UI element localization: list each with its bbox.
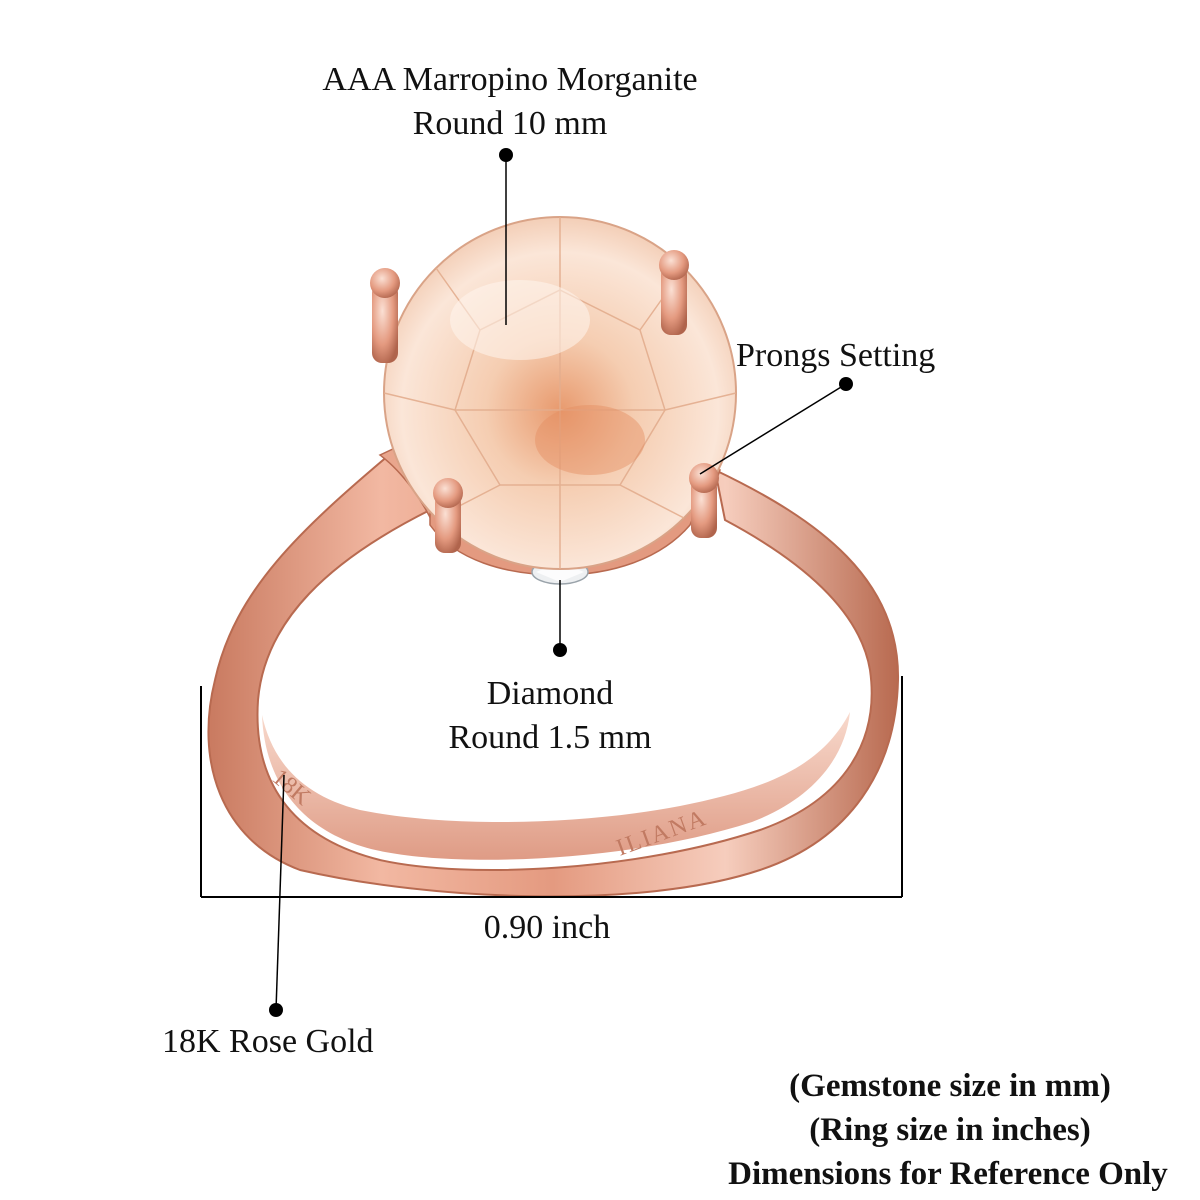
callout-metal — [275, 774, 285, 1011]
width-label: 0.90 inch — [483, 909, 611, 946]
ring-band — [207, 448, 900, 898]
diamond-size: Round 1.5 mm — [448, 719, 652, 756]
callout-prongs — [699, 383, 847, 475]
gemstone-label: AAA Marropino Morganite Round 10 mm — [300, 58, 720, 146]
diamond-name: Diamond — [486, 675, 614, 712]
gemstone-size: Round 10 mm — [412, 105, 608, 142]
metal-label: 18K Rose Gold — [162, 1023, 374, 1060]
diamond-label: Diamond Round 1.5 mm — [420, 672, 680, 760]
prongs-label: Prongs Setting — [736, 337, 936, 374]
ring-inner-surface — [262, 712, 850, 860]
note-reference-only: Dimensions for Reference Only — [728, 1156, 1168, 1192]
note-ring-size: (Ring size in inches) — [809, 1112, 1091, 1148]
width-dimension-bracket — [200, 676, 903, 898]
gemstone-name: AAA Marropino Morganite — [322, 61, 698, 98]
note-gemstone-size: (Gemstone size in mm) — [789, 1068, 1111, 1104]
prongs — [370, 250, 719, 553]
